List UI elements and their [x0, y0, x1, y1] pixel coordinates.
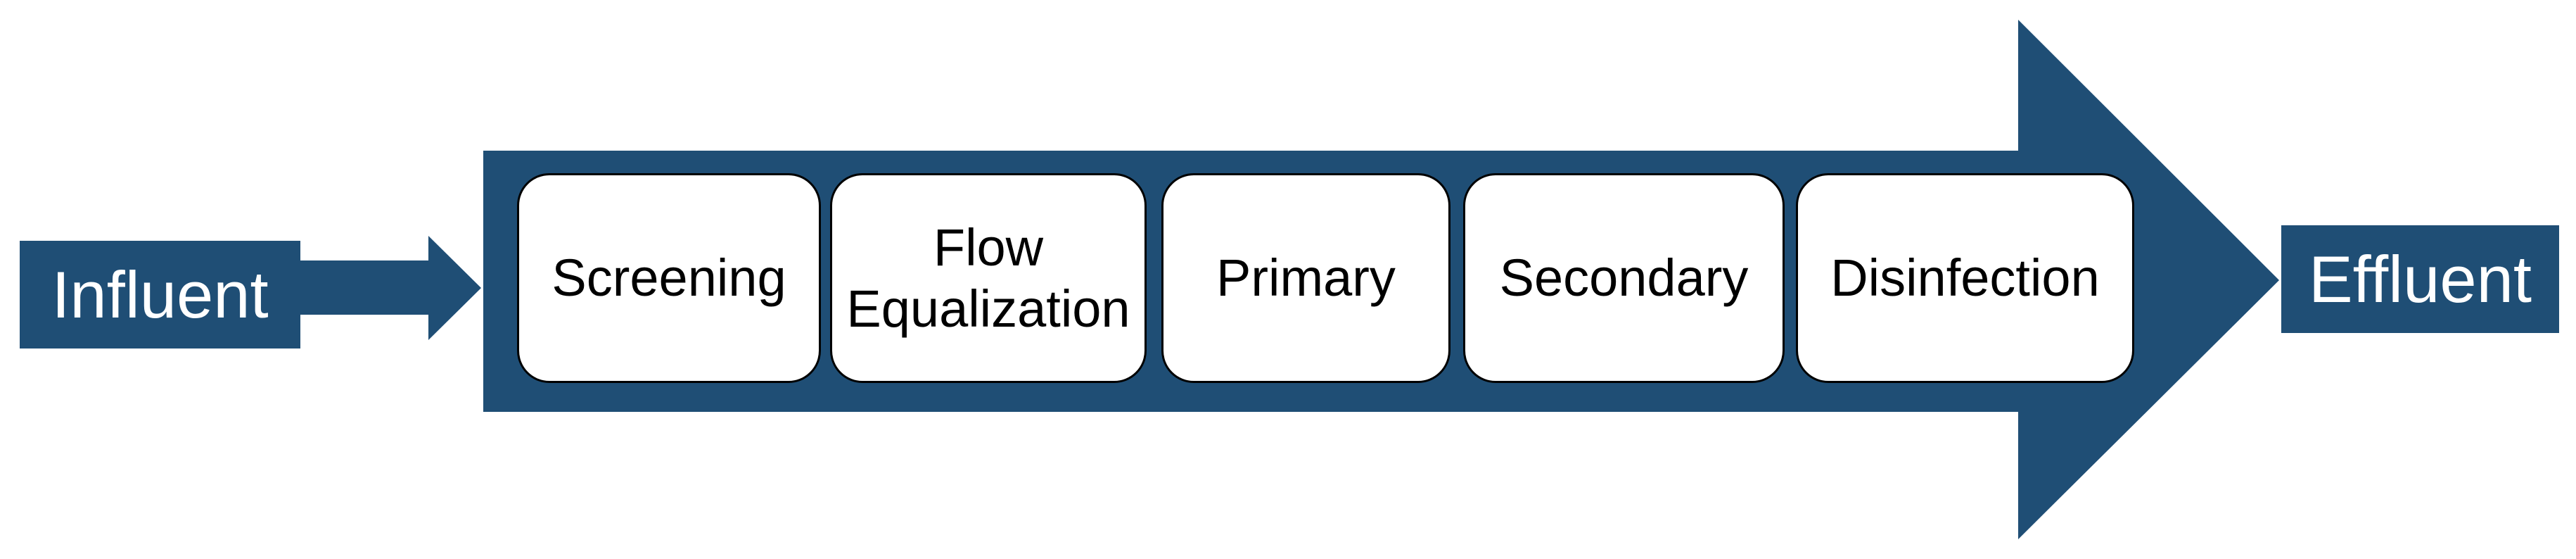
- stage-label-disinfection: Disinfection: [1830, 249, 2100, 308]
- stage-label-primary: Primary: [1216, 249, 1396, 308]
- stage-label-secondary: Secondary: [1499, 249, 1749, 308]
- stage-box-primary: Primary: [1161, 173, 1450, 383]
- stage-label-screening: Screening: [551, 249, 786, 308]
- stage-box-screening: Screening: [517, 173, 821, 383]
- stage-box-flow-equalization: Flow Equalization: [830, 173, 1147, 383]
- effluent-label: Effluent: [2308, 241, 2532, 316]
- effluent-label-box: Effluent: [2281, 225, 2559, 333]
- influent-label-box: Influent: [20, 241, 300, 348]
- stage-box-disinfection: Disinfection: [1796, 173, 2134, 383]
- stage-box-secondary: Secondary: [1463, 173, 1785, 383]
- stage-label-flow-equalization: Flow Equalization: [846, 218, 1130, 338]
- influent-connector-arrow-icon: [300, 236, 481, 340]
- influent-label: Influent: [51, 257, 269, 332]
